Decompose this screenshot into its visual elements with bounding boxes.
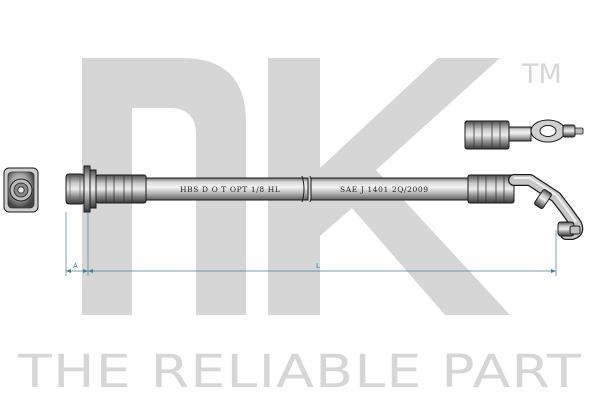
trademark-symbol: TM (521, 59, 562, 90)
fitting-end-view (3, 167, 39, 213)
logo-letter-n (82, 58, 246, 315)
dimension-label-a: A (73, 262, 78, 270)
dimension-lines (65, 212, 557, 276)
brake-hose: HBS D O T OPT 1/8 HL SAE J 1401 2Q/2009 (65, 165, 584, 240)
hose-marking-right: SAE J 1401 2Q/2009 (340, 185, 429, 194)
brand-slogan: THE RELIABLE PART (17, 345, 582, 398)
hose-marking-left: HBS D O T OPT 1/8 HL (180, 185, 280, 194)
fitting-side-view (464, 119, 584, 150)
dimension-label-l: L (316, 262, 320, 270)
